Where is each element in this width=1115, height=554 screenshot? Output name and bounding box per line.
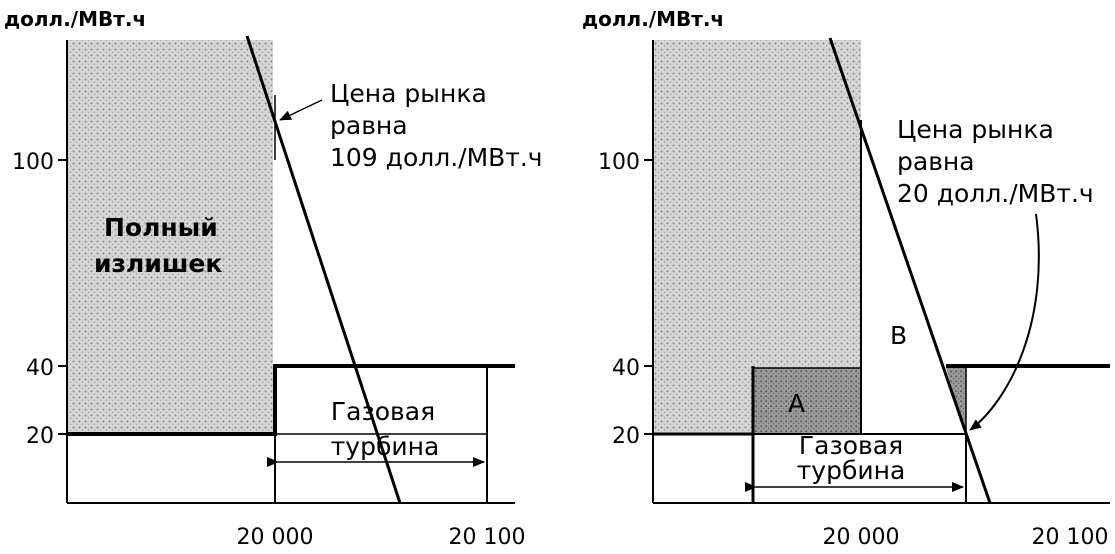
left-price-arrow [279, 99, 323, 121]
left-y-tick-40: 40 [26, 356, 54, 381]
left-y-axis-title: долл./МВт.ч [4, 7, 146, 31]
left-price-label-line1: Цена рынка [330, 79, 487, 108]
right-x-tick-20000: 20 000 [823, 525, 900, 550]
left-y-tick-100: 100 [12, 150, 54, 175]
left-y-tick-20: 20 [26, 424, 54, 449]
right-turbine-label-line2: турбина [797, 456, 906, 485]
right-turbine-label-line1: Газовая [799, 431, 903, 460]
right-x-tick-20100: 20 100 [1032, 525, 1109, 550]
left-turbine-label-line1: Газовая [331, 397, 435, 426]
right-price-label-line1: Цена рынка [897, 115, 1054, 144]
left-surplus-area [67, 40, 273, 434]
left-x-tick-20000: 20 000 [237, 525, 314, 550]
left-price-label-line2: равна [330, 111, 408, 140]
right-price-label-line2: равна [897, 147, 975, 176]
left-x-tick-20100: 20 100 [449, 525, 526, 550]
left-supply-curve [67, 364, 515, 436]
right-y-tick-20: 20 [612, 424, 640, 449]
right-y-tick-100: 100 [598, 150, 640, 175]
left-demand-line [245, 35, 402, 504]
right-area-a-label: A [788, 389, 805, 418]
right-y-axis-title: долл./МВт.ч [582, 7, 724, 31]
right-price-label-line3: 20 долл./МВт.ч [897, 179, 1094, 208]
left-price-label-line3: 109 долл./МВт.ч [330, 143, 543, 172]
right-y-tick-40: 40 [612, 356, 640, 381]
right-supply-curve [653, 366, 755, 436]
right-demand-line [828, 37, 992, 504]
right-area-a-fill [753, 368, 861, 434]
right-area-b-label: B [890, 321, 907, 350]
right-price-arrow [969, 213, 1040, 431]
right-panel: долл./МВт.ч 100 40 20 20 000 20 100 Цена… [582, 7, 1110, 550]
left-turbine-label-line2: турбина [331, 432, 440, 461]
left-panel: долл./МВт.ч 100 40 20 20 000 20 100 Цена… [4, 7, 543, 550]
left-surplus-label-line2: излишек [94, 249, 222, 278]
left-surplus-label-line1: Полный [104, 213, 218, 242]
